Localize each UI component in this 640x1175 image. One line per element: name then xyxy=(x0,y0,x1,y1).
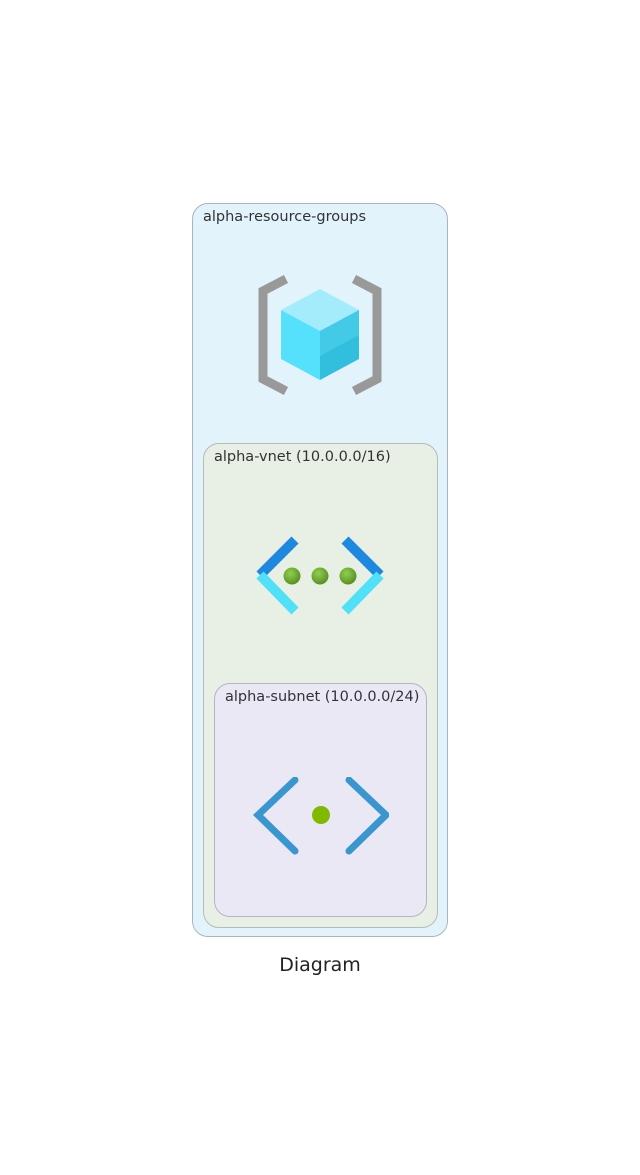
subnet-icon xyxy=(253,777,389,855)
diagram-title: Diagram xyxy=(279,954,361,976)
vnet-cluster: alpha-vnet (10.0.0.0/16) alpha-subnet (1… xyxy=(203,443,438,928)
subnet-label: alpha-subnet (10.0.0.0/24) xyxy=(225,689,420,705)
subnet-cluster: alpha-subnet (10.0.0.0/24) xyxy=(214,683,427,917)
resource-group-icon xyxy=(258,275,382,395)
resource-group-cluster: alpha-resource-groups alpha-vnet (10.0.0… xyxy=(192,203,448,937)
resource-group-label: alpha-resource-groups xyxy=(203,209,367,225)
virtual-network-icon xyxy=(256,536,384,615)
vnet-label: alpha-vnet (10.0.0.0/16) xyxy=(214,449,391,465)
